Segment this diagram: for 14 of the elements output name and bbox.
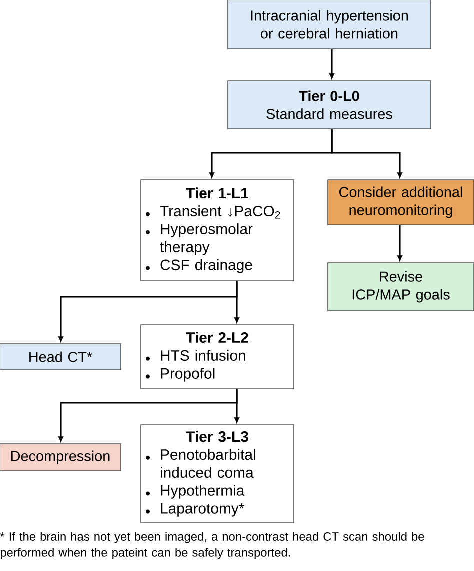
process-box: Head CT*	[0, 344, 122, 370]
process-box: Revise ICP/MAP goals	[328, 262, 474, 312]
process-box: Intracranial hypertension or cerebral herniation	[228, 0, 432, 50]
arrow	[234, 281, 240, 323]
process-box: Tier 0-L0 Standard measures	[228, 80, 432, 130]
arrow	[234, 389, 240, 423]
process-box: Decompression	[0, 444, 122, 472]
process-box: Tier 1-L1 Transient ↓PaCO$_{2}$ Hyperosmolar therapy CSF drainage	[140, 180, 294, 282]
arrow	[330, 49, 334, 79]
process-box: Tier 3-L3 Penotobarbital induced coma Hypothermia Laparotomy*	[140, 424, 294, 524]
process-box: Tier 2-L2 HTS infusion Propofol	[140, 324, 294, 390]
arrow	[331, 129, 402, 178]
arrow	[398, 225, 402, 261]
process-box: Consider additional neuromonitoring	[328, 180, 474, 226]
